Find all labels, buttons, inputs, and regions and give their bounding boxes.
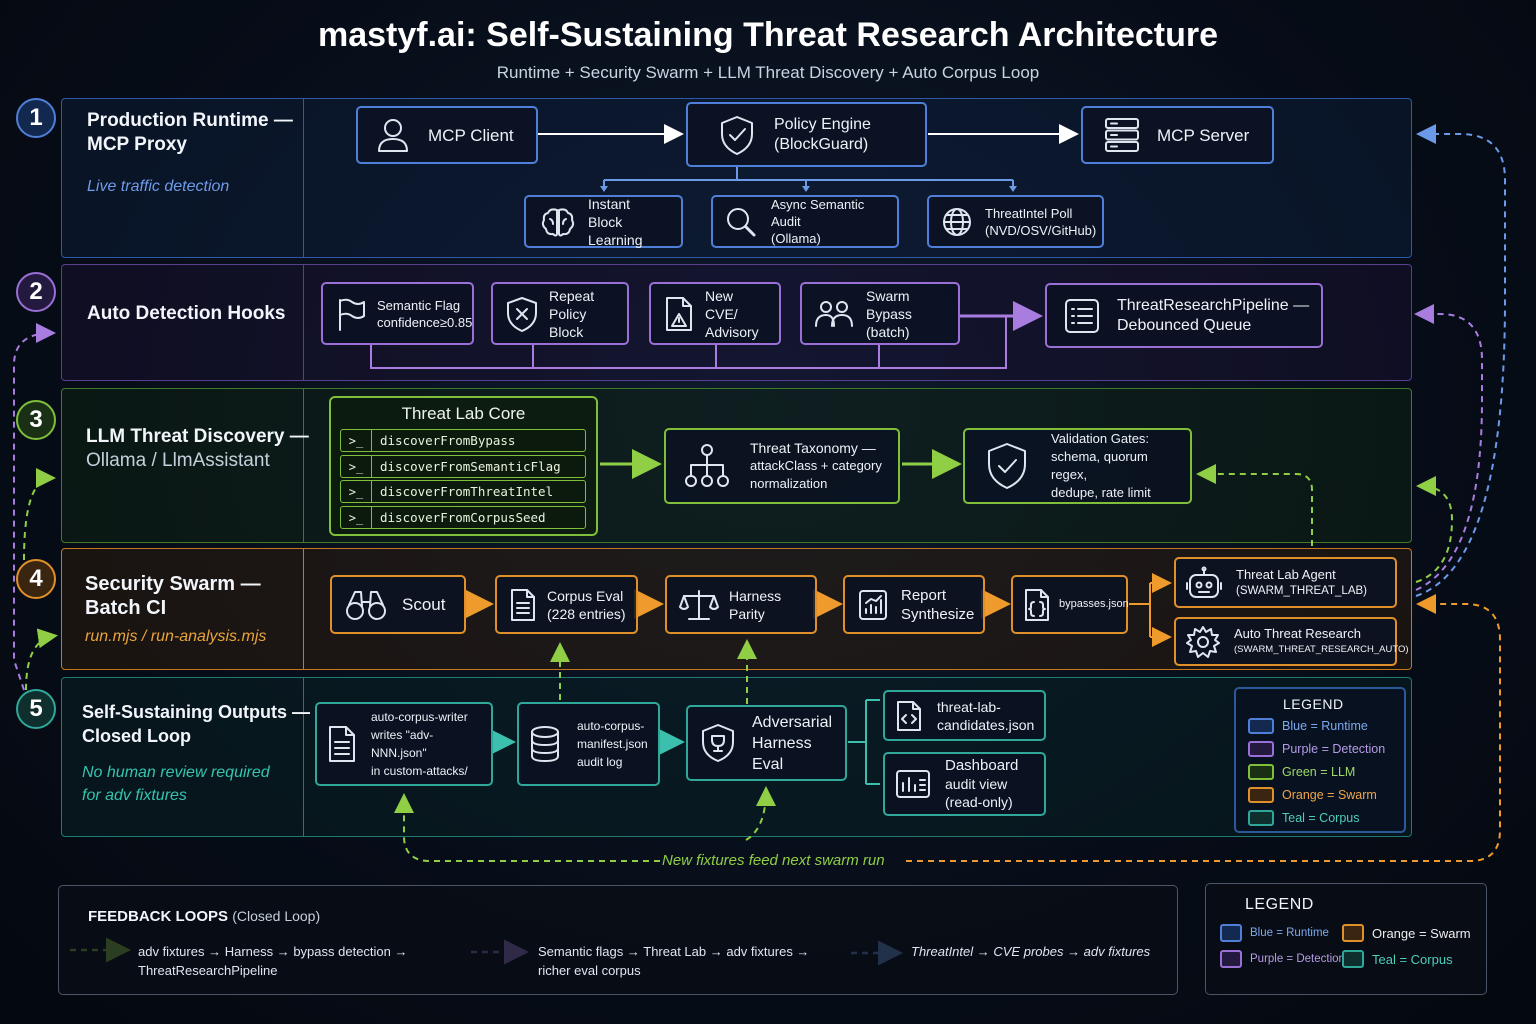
step-number-4: 4 xyxy=(16,559,56,599)
legend-outer-blue: Blue = Runtime xyxy=(1220,924,1329,942)
globe-icon xyxy=(941,206,973,238)
legend-inner-purple: Purple = Detection xyxy=(1248,741,1385,757)
legend-inner-green: Green = LLM xyxy=(1248,764,1355,780)
users-icon xyxy=(814,298,856,330)
balance-scale-icon xyxy=(679,588,719,622)
step-number-5: 5 xyxy=(16,689,56,729)
function-discover-from-threat-intel: >_discoverFromThreatIntel xyxy=(340,480,586,503)
legend-inner-teal: Teal = Corpus xyxy=(1248,810,1359,826)
brain-icon xyxy=(540,206,576,238)
gear-icon xyxy=(1186,625,1220,659)
document-icon xyxy=(327,724,357,764)
chart-icon xyxy=(857,588,889,622)
page-title: mastyf.ai: Self-Sustaining Threat Resear… xyxy=(317,16,1218,54)
shield-trophy-icon xyxy=(700,722,736,764)
step-number-3: 3 xyxy=(16,400,56,440)
async-semantic-audit-box: Async Semantic Audit(Ollama) xyxy=(711,195,899,248)
document-icon xyxy=(509,587,537,623)
hierarchy-icon xyxy=(682,443,732,489)
robot-icon xyxy=(1186,566,1222,600)
threatintel-poll-box: ThreatIntel Poll(NVD/OSV/GitHub) xyxy=(927,195,1104,248)
code-file-icon xyxy=(895,699,923,733)
search-icon xyxy=(725,206,757,238)
band-runtime-title: Production Runtime —MCP Proxy xyxy=(87,110,293,155)
server-icon xyxy=(1103,116,1141,154)
function-discover-from-corpus-seed: >_discoverFromCorpusSeed xyxy=(340,506,586,529)
new-cve-advisory-box: New CVE/Advisory xyxy=(649,282,781,345)
threat-research-pipeline-box: ThreatResearchPipeline —Debounced Queue xyxy=(1045,283,1323,348)
shield-check-icon xyxy=(718,114,756,156)
harness-parity-box: Harness Parity xyxy=(665,575,817,634)
validation-gates-box: Validation Gates:schema, quorum regex,de… xyxy=(963,428,1192,504)
feedback-loops-panel xyxy=(58,885,1178,995)
auto-threat-research-box: Auto Threat Research(SWARM_THREAT_RESEAR… xyxy=(1174,617,1409,666)
dashboard-icon xyxy=(895,768,931,800)
feedback-purple-text: Semantic flags → Threat Lab → adv fixtur… xyxy=(538,944,810,978)
bypasses-json-box: bypasses.json xyxy=(1011,575,1129,634)
function-discover-from-bypass: >_discoverFromBypass xyxy=(340,429,586,452)
page-subtitle: Runtime + Security Swarm + LLM Threat Di… xyxy=(496,63,1040,82)
step-number-2: 2 xyxy=(16,272,56,312)
feedback-green-text: adv fixtures → Harness → bypass detectio… xyxy=(138,944,408,978)
legend-outer-orange: Orange = Swarm xyxy=(1342,924,1471,942)
scout-box: Scout xyxy=(330,575,466,634)
policy-engine-box: Policy Engine(BlockGuard) xyxy=(686,102,927,167)
band-outputs-title: Self-Sustaining Outputs —Closed Loop xyxy=(82,702,310,746)
band-swarm-title: Security Swarm —Batch CI xyxy=(85,573,261,619)
database-icon xyxy=(529,725,561,763)
legend-inner-blue: Blue = Runtime xyxy=(1248,718,1368,734)
legend-inner xyxy=(1234,687,1406,833)
list-document-icon xyxy=(1063,297,1101,335)
legend-outer-title: LEGEND xyxy=(1245,896,1314,913)
mcp-server-box: MCP Server xyxy=(1081,106,1274,164)
legend-outer-purple: Purple = Detection xyxy=(1220,950,1345,968)
function-discover-from-semantic-flag: >_discoverFromSemanticFlag xyxy=(340,455,586,478)
legend-outer-teal: Teal = Corpus xyxy=(1342,950,1453,968)
band-detection-title: Auto Detection Hooks xyxy=(87,303,286,324)
corpus-eval-box: Corpus Eval(228 entries) xyxy=(495,575,638,634)
threat-lab-core-title: Threat Lab Core xyxy=(401,404,526,423)
user-icon xyxy=(376,117,410,153)
threat-lab-candidates-box: threat-lab-candidates.json xyxy=(883,690,1046,741)
json-file-icon xyxy=(1023,587,1051,623)
band-runtime-subtitle: Live traffic detection xyxy=(87,178,230,195)
flag-icon xyxy=(335,296,367,332)
feedback-loops-title: FEEDBACK LOOPS (Closed Loop) xyxy=(88,908,321,925)
legend-inner-title: LEGEND xyxy=(1283,696,1344,712)
feedback-blue-text: ThreatIntel → CVE probes → adv fixtures xyxy=(911,944,1151,959)
threat-lab-agent-box: Threat Lab Agent(SWARM_THREAT_LAB) xyxy=(1174,557,1397,608)
feed-loop-label: New fixtures feed next swarm run xyxy=(662,852,885,869)
binoculars-icon xyxy=(344,588,388,622)
band-llm-title: LLM Threat Discovery — Ollama / LlmAssis… xyxy=(86,426,309,471)
document-alert-icon xyxy=(663,295,695,333)
shield-x-icon xyxy=(505,295,539,333)
step-number-1: 1 xyxy=(16,98,56,138)
mcp-client-box: MCP Client xyxy=(356,106,538,164)
band-swarm-subtitle: run.mjs / run-analysis.mjs xyxy=(85,628,267,645)
legend-inner-orange: Orange = Swarm xyxy=(1248,787,1377,803)
shield-check-icon xyxy=(985,441,1029,491)
